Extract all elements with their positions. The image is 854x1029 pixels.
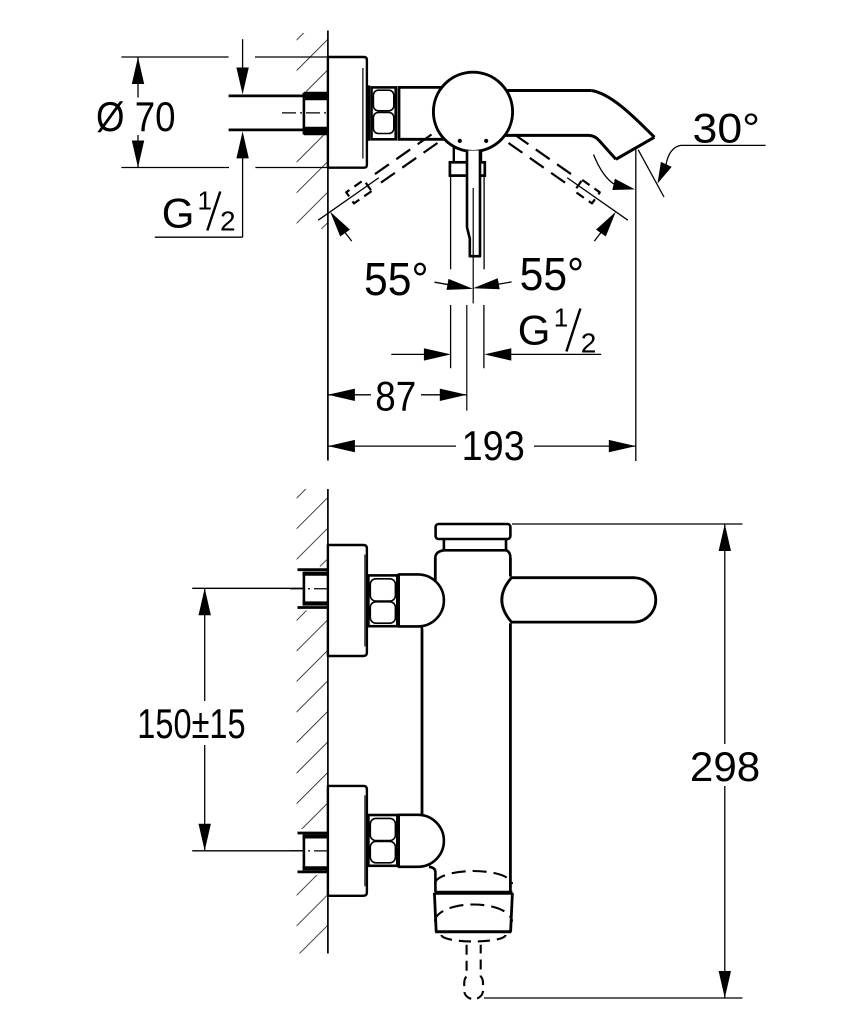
svg-text:G: G [162, 190, 195, 237]
svg-text:193: 193 [462, 422, 525, 469]
svg-text:2: 2 [581, 328, 597, 359]
svg-text:55°: 55° [364, 253, 429, 305]
svg-text:Ø 70: Ø 70 [96, 93, 176, 140]
svg-text:1: 1 [198, 186, 212, 216]
svg-text:1: 1 [554, 303, 568, 333]
svg-text:G: G [518, 307, 551, 354]
svg-text:87: 87 [375, 372, 416, 419]
svg-text:2: 2 [220, 206, 236, 237]
svg-text:55°: 55° [520, 248, 585, 300]
svg-text:30°: 30° [693, 105, 761, 152]
svg-text:298: 298 [690, 743, 760, 790]
svg-text:150±15: 150±15 [137, 700, 245, 747]
